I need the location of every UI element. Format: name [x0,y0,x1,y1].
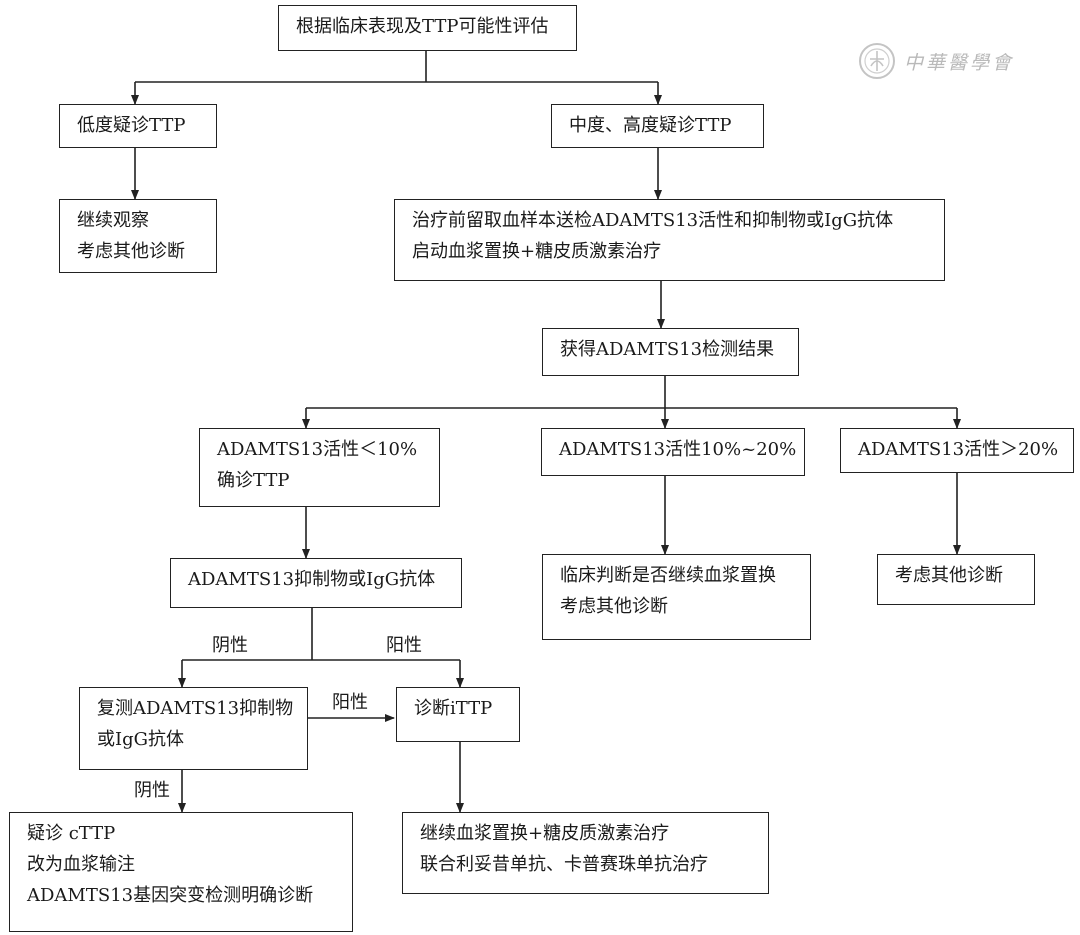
node-observe: 继续观察 考虑其他诊断 [59,199,217,273]
node-cttp: 疑诊 cTTP 改为血浆输注 ADAMTS13基因突变检测明确诊断 [9,812,353,932]
edge-label-positive-1: 阳性 [386,635,422,656]
node-other-dx-line-1: 考虑其他诊断 [895,565,1003,586]
node-assess: 根据临床表现及TTP可能性评估 [278,5,577,51]
node-cttp-line-2: 改为血浆输注 [27,854,135,875]
node-inhibitor: ADAMTS13抑制物或IgG抗体 [170,558,462,608]
node-retest-line-2: 或IgG抗体 [97,729,185,750]
edge-label-negative-2: 阴性 [134,780,170,801]
node-mid10-20: ADAMTS13活性10%~20% [541,428,805,476]
watermark: 中華醫學會 [858,42,1014,80]
node-clinical-judge-line-2: 考虑其他诊断 [560,596,668,617]
node-itpp-line-1: 诊断iTTP [414,698,493,719]
node-low-suspicion-line-1: 低度疑诊TTP [77,115,186,136]
node-retest-line-1: 复测ADAMTS13抑制物 [97,698,294,719]
node-inhibitor-line-1: ADAMTS13抑制物或IgG抗体 [188,569,436,590]
node-retest: 复测ADAMTS13抑制物 或IgG抗体 [79,687,308,770]
node-low-suspicion: 低度疑诊TTP [59,104,217,148]
node-cttp-line-1: 疑诊 cTTP [27,823,116,844]
node-sample-treat-line-2: 启动血浆置换+糖皮质激素治疗 [412,241,662,262]
node-results: 获得ADAMTS13检测结果 [542,328,799,376]
node-itpp-treat: 继续血浆置换+糖皮质激素治疗 联合利妥昔单抗、卡普赛珠单抗治疗 [402,812,769,894]
edge-label-negative-1: 阴性 [212,635,248,656]
node-mid10-20-line-1: ADAMTS13活性10%~20% [559,439,797,460]
node-mid-high-suspicion: 中度、高度疑诊TTP [551,104,764,148]
society-seal-icon [859,43,895,79]
edge-label-positive-2: 阳性 [332,692,368,713]
node-other-dx: 考虑其他诊断 [877,554,1035,605]
node-clinical-judge-line-1: 临床判断是否继续血浆置换 [560,565,776,586]
node-lt10: ADAMTS13活性＜10% 确诊TTP [199,428,440,507]
node-observe-line-1: 继续观察 [77,210,149,231]
node-gt20-line-1: ADAMTS13活性＞20% [858,439,1059,460]
node-clinical-judge: 临床判断是否继续血浆置换 考虑其他诊断 [542,554,811,640]
watermark-text: 中華醫學會 [904,51,1015,74]
node-itpp-treat-line-1: 继续血浆置换+糖皮质激素治疗 [420,823,670,844]
node-itpp: 诊断iTTP [396,687,520,742]
node-assess-line-1: 根据临床表现及TTP可能性评估 [296,16,549,37]
node-lt10-line-1: ADAMTS13活性＜10% [217,439,418,460]
node-sample-treat-line-1: 治疗前留取血样本送检ADAMTS13活性和抑制物或IgG抗体 [412,210,894,231]
node-results-line-1: 获得ADAMTS13检测结果 [560,339,775,360]
node-observe-line-2: 考虑其他诊断 [77,241,185,262]
node-itpp-treat-line-2: 联合利妥昔单抗、卡普赛珠单抗治疗 [420,854,708,875]
node-mid-high-suspicion-line-1: 中度、高度疑诊TTP [569,115,732,136]
node-lt10-line-2: 确诊TTP [217,470,290,491]
node-gt20: ADAMTS13活性＞20% [840,428,1074,473]
node-cttp-line-3: ADAMTS13基因突变检测明确诊断 [27,885,314,906]
node-sample-treat: 治疗前留取血样本送检ADAMTS13活性和抑制物或IgG抗体 启动血浆置换+糖皮… [394,199,945,281]
